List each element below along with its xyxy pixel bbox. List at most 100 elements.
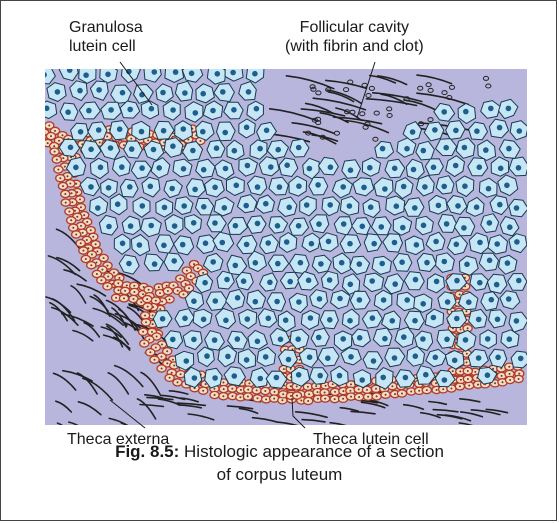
theca-nucleus: [466, 361, 468, 363]
granulosa-nucleus: [139, 165, 145, 171]
granulosa-nucleus: [128, 223, 134, 229]
granulosa-nucleus: [243, 203, 249, 209]
theca-nucleus: [307, 386, 309, 388]
granulosa-nucleus: [347, 318, 353, 324]
granulosa-nucleus: [274, 375, 280, 381]
histology-svg: [0, 0, 559, 440]
theca-nucleus: [92, 236, 94, 238]
granulosa-nucleus: [399, 259, 405, 265]
granulosa-nucleus: [306, 278, 312, 284]
granulosa-nucleus: [360, 224, 366, 230]
granulosa-nucleus: [477, 240, 483, 246]
granulosa-nucleus: [348, 354, 354, 360]
granulosa-nucleus: [106, 224, 112, 230]
granulosa-nucleus: [241, 278, 247, 284]
granulosa-nucleus: [200, 129, 206, 135]
theca-nucleus: [57, 169, 59, 171]
granulosa-nucleus: [245, 163, 251, 169]
granulosa-nucleus: [105, 72, 111, 78]
granulosa-nucleus: [461, 225, 467, 231]
granulosa-nucleus: [337, 373, 343, 379]
granulosa-nucleus: [298, 260, 304, 266]
theca-nucleus: [477, 384, 479, 386]
theca-nucleus: [283, 368, 285, 370]
theca-nucleus: [317, 391, 319, 393]
granulosa-nucleus: [328, 164, 334, 170]
theca-nucleus: [161, 356, 163, 358]
theca-nucleus: [161, 368, 163, 370]
granulosa-nucleus: [367, 165, 373, 171]
theca-nucleus: [193, 263, 195, 265]
theca-nucleus: [467, 378, 469, 380]
granulosa-nucleus: [210, 108, 216, 114]
theca-nucleus: [290, 395, 292, 397]
theca-nucleus: [41, 136, 43, 138]
granulosa-nucleus: [181, 203, 187, 209]
granulosa-nucleus: [307, 354, 313, 360]
granulosa-nucleus: [156, 165, 162, 171]
granulosa-nucleus: [117, 126, 123, 132]
granulosa-nucleus: [422, 184, 428, 190]
granulosa-nucleus: [517, 128, 523, 134]
theca-nucleus: [126, 284, 128, 286]
granulosa-nucleus: [139, 129, 145, 135]
granulosa-nucleus: [444, 337, 450, 343]
granulosa-nucleus: [431, 315, 437, 321]
theca-nucleus: [401, 393, 403, 395]
granulosa-nucleus: [414, 242, 420, 248]
granulosa-nucleus: [222, 205, 228, 211]
granulosa-nucleus: [267, 280, 273, 286]
granulosa-nucleus: [277, 184, 283, 190]
granulosa-nucleus: [505, 260, 511, 266]
theca-nucleus: [90, 229, 92, 231]
granulosa-nucleus: [255, 221, 261, 227]
granulosa-nucleus: [381, 297, 387, 303]
granulosa-nucleus: [466, 299, 472, 305]
theca-nucleus: [467, 370, 469, 372]
granulosa-nucleus: [404, 146, 410, 152]
theca-nucleus: [459, 293, 461, 295]
granulosa-nucleus: [170, 143, 176, 149]
granulosa-nucleus: [452, 358, 458, 364]
theca-nucleus: [190, 275, 192, 277]
granulosa-nucleus: [401, 334, 407, 340]
granulosa-nucleus: [170, 337, 176, 343]
granulosa-nucleus: [498, 166, 504, 172]
granulosa-nucleus: [192, 187, 198, 193]
granulosa-nucleus: [463, 109, 469, 115]
theca-nucleus: [70, 219, 72, 221]
theca-nucleus: [58, 140, 60, 142]
granulosa-nucleus: [337, 296, 343, 302]
granulosa-nucleus: [431, 165, 437, 171]
granulosa-nucleus: [495, 355, 501, 361]
granulosa-nucleus: [485, 372, 491, 378]
granulosa-nucleus: [152, 261, 158, 267]
granulosa-nucleus: [307, 166, 313, 172]
theca-nucleus: [459, 385, 461, 387]
theca-nucleus: [465, 310, 467, 312]
granulosa-nucleus: [245, 316, 251, 322]
theca-nucleus: [76, 216, 78, 218]
theca-nucleus: [418, 390, 420, 392]
granulosa-nucleus: [214, 145, 220, 151]
granulosa-nucleus: [477, 164, 483, 170]
caption-line-2: of corpus luteum: [0, 463, 559, 486]
granulosa-nucleus: [231, 107, 237, 113]
theca-nucleus: [83, 214, 85, 216]
granulosa-nucleus: [412, 318, 418, 324]
theca-nucleus: [115, 297, 117, 299]
theca-nucleus: [106, 136, 108, 138]
theca-nucleus: [177, 381, 179, 383]
granulosa-nucleus: [129, 146, 135, 152]
theca-nucleus: [53, 145, 55, 147]
granulosa-nucleus: [181, 126, 187, 132]
granulosa-nucleus: [284, 162, 290, 168]
theca-nucleus: [426, 389, 428, 391]
theca-nucleus: [166, 350, 168, 352]
theca-nucleus: [281, 399, 283, 401]
granulosa-nucleus: [254, 106, 260, 112]
theca-nucleus: [148, 289, 150, 291]
granulosa-nucleus: [455, 203, 461, 209]
theca-nucleus: [222, 382, 224, 384]
theca-nucleus: [435, 382, 437, 384]
